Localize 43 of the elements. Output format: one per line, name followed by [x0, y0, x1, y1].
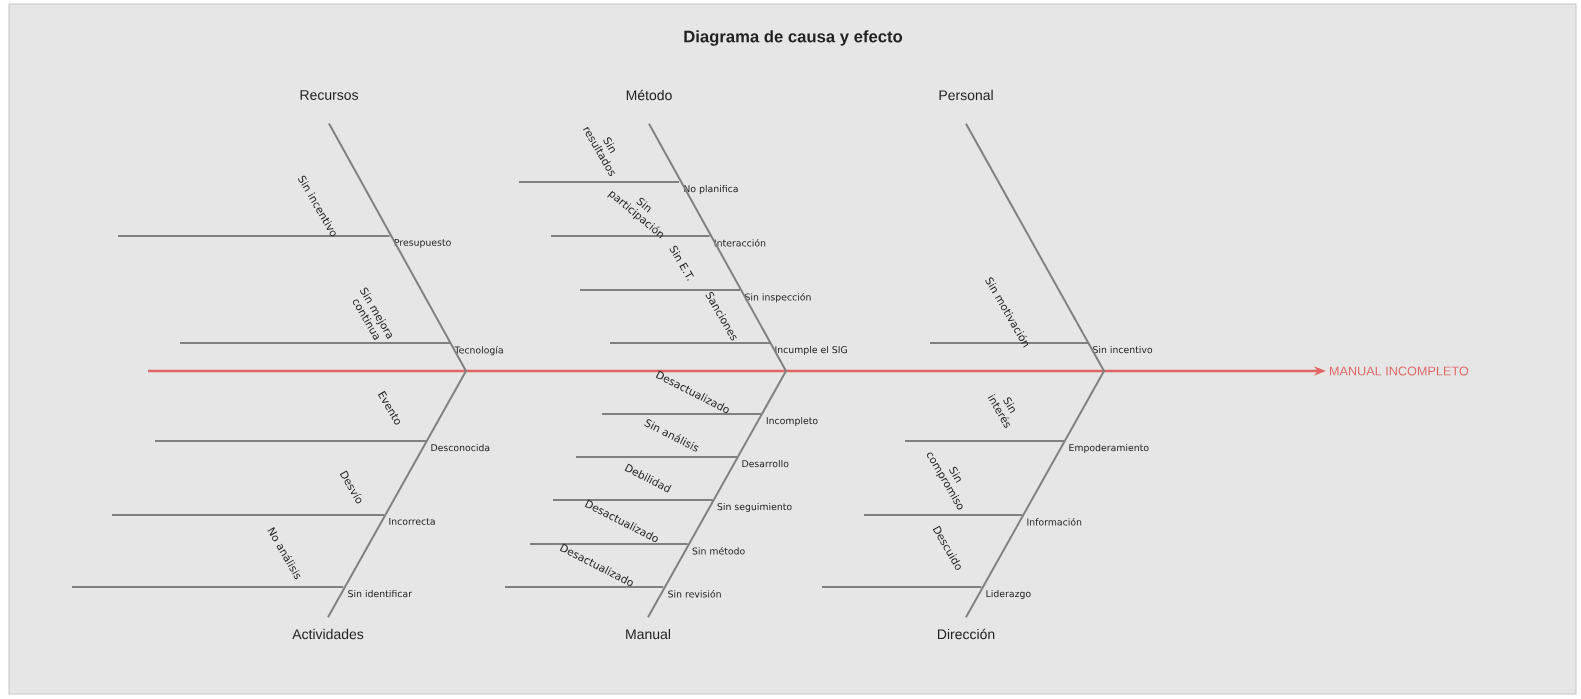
- rib-line: [601, 413, 763, 415]
- cause-label: Presupuesto: [394, 238, 451, 248]
- rib-line: [821, 586, 983, 588]
- cause-label: Desconocida: [431, 443, 490, 452]
- rib-line: [929, 342, 1090, 344]
- cause-label: Sin método: [692, 546, 745, 555]
- rib-line: [154, 440, 428, 442]
- title: Diagrama de causa y efecto: [684, 30, 903, 46]
- effect-label: MANUAL INCOMPLETO: [1330, 366, 1469, 376]
- category-label: Dirección: [938, 628, 995, 640]
- category-label: Personal: [939, 89, 993, 101]
- rib-line: [579, 289, 742, 291]
- rib-line: [518, 181, 681, 183]
- cause-label: Empoderamiento: [1069, 443, 1149, 453]
- cause-label: Desarrollo: [742, 459, 789, 468]
- rib-line: [550, 235, 711, 237]
- cause-label: Tecnología: [454, 345, 503, 356]
- category-label: Método: [626, 89, 672, 101]
- cause-label: Información: [1027, 517, 1082, 526]
- cause-label: Incorrecta: [389, 517, 435, 525]
- rib-line: [904, 440, 1066, 442]
- cause-label: Sin identificar: [348, 589, 412, 598]
- cause-label: Interacción: [714, 238, 766, 247]
- category-label: Manual: [626, 628, 671, 640]
- rib-line: [504, 586, 665, 588]
- cause-label: Sin revisión: [668, 589, 721, 598]
- rib-line: [71, 586, 345, 588]
- cause-label: Sin inspección: [745, 292, 811, 303]
- rib-line: [111, 514, 386, 516]
- cause-label: Sin seguimiento: [717, 502, 792, 512]
- rib-line: [575, 456, 739, 458]
- rib-line: [179, 342, 452, 344]
- rib-line: [552, 499, 714, 501]
- rib-line: [863, 514, 1024, 516]
- rib-line: [529, 543, 689, 545]
- cause-label: Sin incentivo: [1093, 345, 1153, 354]
- category-label: Actividades: [292, 628, 364, 640]
- cause-label: Incompleto: [766, 416, 818, 426]
- cause-label: Liderazgo: [986, 589, 1031, 599]
- rib-line: [117, 235, 391, 237]
- category-label: Recursos: [300, 90, 359, 100]
- rib-line: [609, 342, 772, 344]
- cause-label: Incumple el SIG: [775, 345, 847, 355]
